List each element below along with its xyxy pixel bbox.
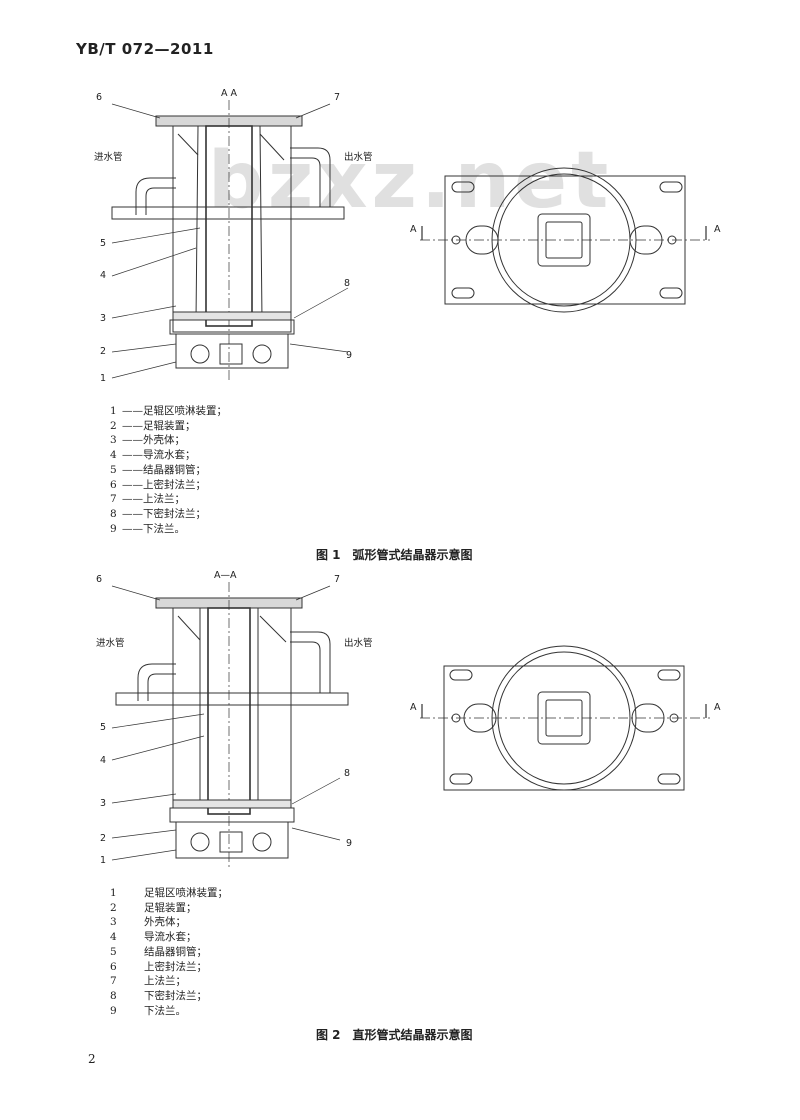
legend-item: 6——上密封法兰； bbox=[110, 478, 206, 491]
callout-9: 9 bbox=[346, 838, 352, 849]
legend-item: 3——外壳体； bbox=[110, 434, 185, 447]
hatching bbox=[177, 615, 287, 643]
callout-5: 5 bbox=[100, 238, 106, 249]
callout-1: 1 bbox=[100, 373, 106, 384]
plan-slot-bl bbox=[451, 287, 475, 299]
figure-2: A—A 进水管 出水管 6 7 5 4 3 bbox=[0, 560, 800, 1080]
foot-roller-right bbox=[252, 832, 272, 852]
foot-roller-center bbox=[219, 831, 243, 853]
mounting-plate bbox=[115, 692, 349, 706]
callout-1: 1 bbox=[100, 855, 106, 866]
lower-flange bbox=[169, 807, 295, 823]
section-arrows bbox=[421, 226, 707, 240]
watermark: bzxz.net bbox=[208, 136, 613, 226]
inlet-label: 进水管 bbox=[96, 637, 125, 649]
callout-6: 6 bbox=[96, 574, 102, 585]
outer-shell bbox=[172, 607, 292, 809]
outlet-pipe bbox=[290, 147, 331, 207]
callout-9: 9 bbox=[346, 350, 352, 361]
callout-3: 3 bbox=[100, 313, 106, 324]
section-arrows bbox=[421, 704, 707, 718]
section-label: A—A bbox=[214, 570, 237, 581]
legend-item: 2——足辊装置； bbox=[110, 419, 196, 432]
inlet-pipe bbox=[137, 663, 176, 701]
outlet-label: 出水管 bbox=[344, 151, 373, 163]
plan-slot-tl bbox=[449, 669, 473, 681]
plan-base-plate bbox=[443, 665, 685, 791]
side-label-left: A bbox=[410, 702, 417, 713]
foot-roller-left bbox=[190, 832, 210, 852]
water-jacket bbox=[195, 125, 263, 321]
plan-slot-br bbox=[657, 773, 681, 785]
plan-slot-tl bbox=[451, 181, 475, 193]
callout-4: 4 bbox=[100, 270, 106, 281]
legend-item: 8——下密封法兰； bbox=[110, 507, 206, 520]
foot-roller-center bbox=[219, 343, 243, 365]
outer-shell bbox=[172, 125, 292, 333]
foot-roller-left bbox=[190, 344, 210, 364]
water-jacket bbox=[199, 608, 259, 808]
foot-roller-device bbox=[175, 821, 289, 859]
callout-2: 2 bbox=[100, 833, 106, 844]
plan-slot-br bbox=[659, 287, 683, 299]
foot-roller-device bbox=[175, 333, 289, 369]
mounting-plate bbox=[111, 206, 345, 220]
callout-5: 5 bbox=[100, 722, 106, 733]
plan-slot-bl bbox=[449, 773, 473, 785]
standard-header: YB/T 072—2011 bbox=[76, 40, 214, 58]
callout-leaders bbox=[111, 585, 341, 861]
callout-7: 7 bbox=[334, 92, 340, 103]
outlet-label: 出水管 bbox=[344, 637, 373, 649]
side-label-right: A bbox=[714, 224, 721, 235]
figure-1-drawing: A A 进水管 出水管 bbox=[94, 88, 721, 384]
inlet-label: 进水管 bbox=[94, 151, 123, 163]
callout-leaders bbox=[111, 103, 349, 379]
callout-8: 8 bbox=[344, 278, 350, 289]
side-label-left: A bbox=[410, 224, 417, 235]
outlet-pipe bbox=[290, 631, 331, 693]
legend-item: 7——上法兰； bbox=[110, 493, 185, 506]
legend-item: 1——足辊区喷淋装置； bbox=[110, 405, 227, 417]
legend-item: 4——导流水套； bbox=[110, 449, 196, 462]
page-number: 2 bbox=[88, 1052, 96, 1066]
inlet-pipe bbox=[135, 177, 176, 215]
lower-seal-flange bbox=[172, 311, 292, 321]
callout-2: 2 bbox=[100, 346, 106, 357]
callout-6: 6 bbox=[96, 92, 102, 103]
callout-3: 3 bbox=[100, 798, 106, 809]
section-label: A A bbox=[221, 88, 238, 99]
legend-item: 9——下法兰。 bbox=[110, 522, 185, 535]
callout-4: 4 bbox=[100, 755, 106, 766]
figure-1-legend: 1——足辊区喷淋装置； 2——足辊装置； 3——外壳体； 4——导流水套； 5—… bbox=[110, 404, 227, 536]
figure-1: A A 进水管 出水管 bbox=[94, 88, 721, 562]
plan-slot-tr bbox=[659, 181, 683, 193]
side-label-right: A bbox=[714, 702, 721, 713]
figure-2-drawing: A—A 进水管 出水管 6 7 5 4 3 bbox=[96, 570, 721, 870]
callout-7: 7 bbox=[334, 574, 340, 585]
legend-item: 5——结晶器铜管； bbox=[110, 463, 206, 476]
hatching bbox=[177, 133, 285, 161]
foot-roller-right bbox=[252, 344, 272, 364]
plan-slot-tr bbox=[657, 669, 681, 681]
callout-8: 8 bbox=[344, 768, 350, 779]
lower-seal-flange bbox=[172, 799, 292, 809]
